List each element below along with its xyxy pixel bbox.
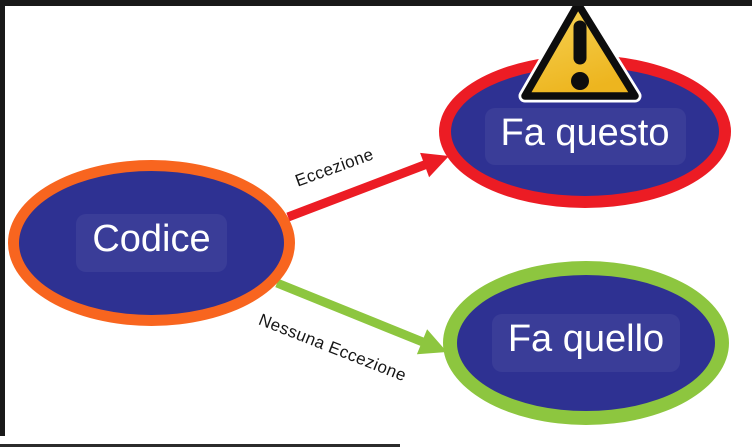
node-fa-quello-label: Fa quello <box>491 314 681 372</box>
window-frame-bottom <box>0 444 400 447</box>
node-fa-questo-label: Fa questo <box>484 107 686 166</box>
edge-nessuna-eccezione-arrowhead-icon <box>416 329 447 355</box>
warning-exclamation-dot <box>571 72 589 90</box>
edge-eccezione-shaft <box>286 159 429 222</box>
window-frame-left <box>0 0 5 436</box>
window-frame-top <box>0 0 752 6</box>
edge-eccezione-arrowhead-icon <box>420 152 449 178</box>
node-codice: Codice <box>8 160 295 326</box>
edge-nessuna-eccezione-shaft <box>275 278 426 347</box>
edge-nessuna-eccezione <box>275 278 447 355</box>
node-codice-label: Codice <box>76 214 227 272</box>
warning-triangle-icon <box>518 0 642 103</box>
node-fa-quello: Fa quello <box>443 261 729 425</box>
edge-eccezione <box>286 152 449 222</box>
